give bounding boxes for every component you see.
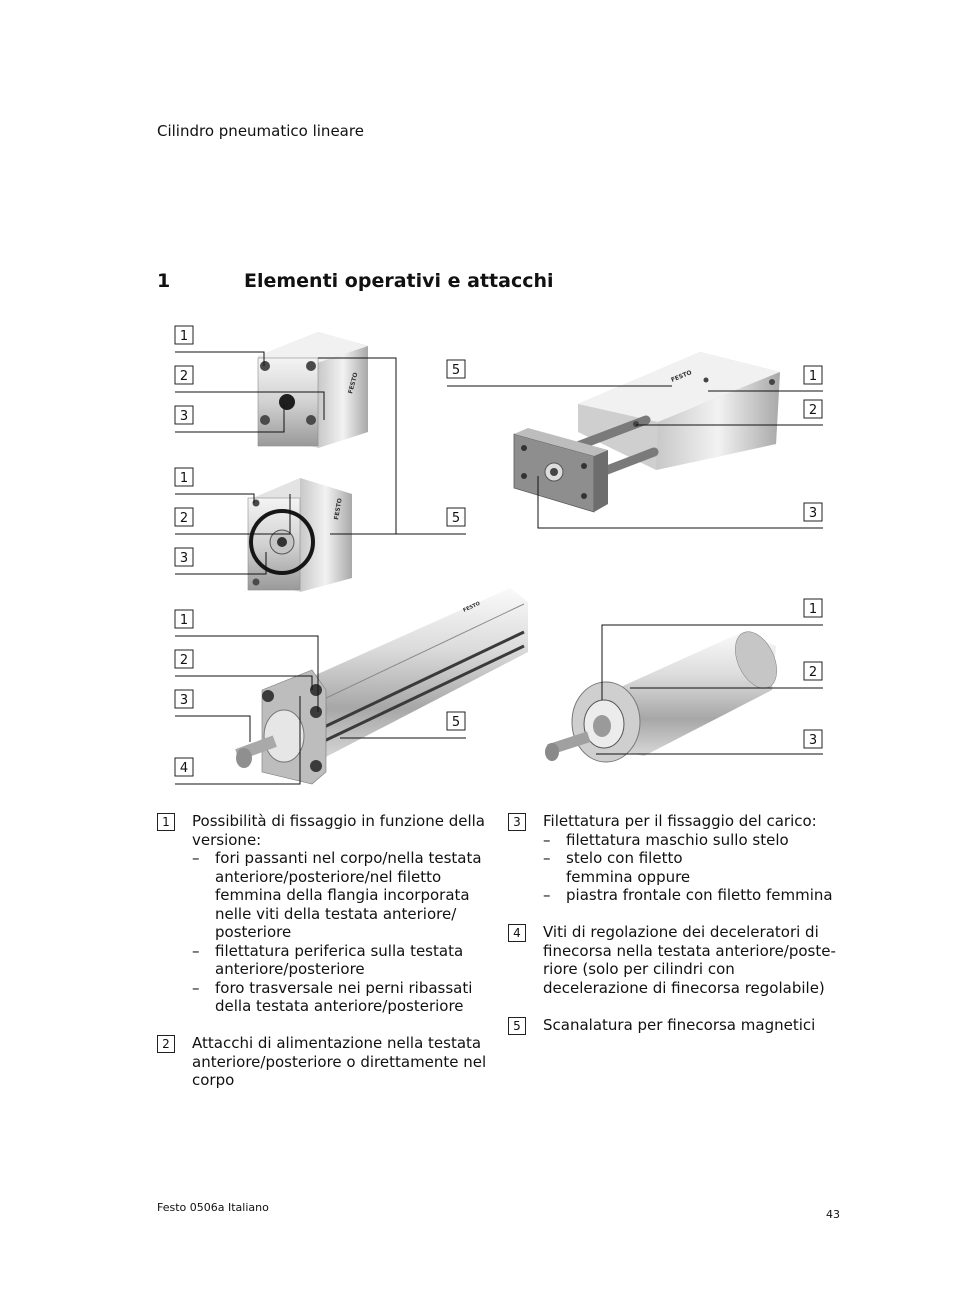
legend-subitem: fori passanti nel corpo/nella testata an… (192, 849, 487, 942)
svg-text:1: 1 (180, 471, 188, 486)
svg-text:1: 1 (180, 613, 188, 628)
callout-label: 3 (174, 547, 194, 567)
legend-left-column: 1 Possibilità di fissaggio in funzione d… (157, 812, 487, 1108)
svg-text:2: 2 (180, 369, 188, 384)
callout-label: 3 (803, 502, 823, 522)
section-number: 1 (157, 270, 171, 292)
svg-text:3: 3 (180, 409, 188, 424)
callout-label: 3 (803, 729, 823, 749)
festo-logo: FESTO (333, 498, 344, 521)
callout-label: 4 (174, 757, 194, 777)
legend-subitem: filettatura maschio sullo stelo (543, 831, 838, 850)
svg-text:1: 1 (809, 602, 817, 617)
callout-label: 2 (803, 661, 823, 681)
legend-text: Attacchi di alimentazione nella testata … (192, 1034, 487, 1089)
callout-label: 5 (446, 507, 466, 527)
legend-right-column: 3 Filettatura per il fissaggio del caric… (508, 812, 838, 1053)
legend-item: 3 Filettatura per il fissaggio del caric… (508, 812, 838, 905)
operating-elements-figure: FESTO FESTO FESTO (174, 325, 823, 785)
callout-label: 5 (446, 359, 466, 379)
svg-text:5: 5 (452, 715, 460, 730)
svg-text:4: 4 (180, 761, 188, 776)
legend-number: 5 (508, 1016, 526, 1035)
svg-text:2: 2 (809, 403, 817, 418)
legend-number: 4 (508, 924, 526, 942)
round-cylinder-image (545, 631, 777, 763)
legend-item: 2 Attacchi di alimentazione nella testat… (157, 1034, 487, 1090)
legend-number: 3 (508, 813, 526, 831)
svg-text:3: 3 (809, 733, 817, 748)
legend-subitem: foro trasversale nei perni ribassati del… (192, 979, 487, 1016)
section-title: Elementi operativi e attacchi (244, 270, 554, 292)
svg-text:2: 2 (809, 665, 817, 680)
legend-subitem: filettatura periferica sulla testata ant… (192, 942, 487, 979)
callout-label: 2 (174, 649, 194, 669)
callout-label: 1 (803, 598, 823, 618)
svg-text:3: 3 (180, 551, 188, 566)
legend-item: 1 Possibilità di fissaggio in funzione d… (157, 812, 487, 1016)
callout-label: 1 (174, 609, 194, 629)
legend-number: 1 (157, 813, 175, 831)
running-header: Cilindro pneumatico lineare (157, 122, 364, 140)
legend-number: 2 (157, 1035, 175, 1053)
legend-text: Possibilità di fissaggio in funzione del… (192, 812, 485, 849)
svg-text:3: 3 (180, 693, 188, 708)
svg-text:5: 5 (452, 511, 460, 526)
legend-item: 5 Scanalatura per finecorsa magnetici (508, 1016, 838, 1035)
svg-text:1: 1 (180, 329, 188, 344)
svg-text:5: 5 (452, 363, 460, 378)
footer-doc-id: Festo 0506a Italiano (157, 1201, 269, 1214)
profile-cylinder-image: FESTO (235, 588, 528, 785)
svg-text:2: 2 (180, 511, 188, 526)
legend-item: 4 Viti di regolazione dei deceleratori d… (508, 923, 838, 997)
callout-boxes: 1 2 3 1 2 3 1 2 3 4 5 5 5 1 2 3 1 2 3 (174, 325, 823, 777)
compact-cylinder-image: FESTO (257, 332, 368, 448)
compact-cylinder-ring-image: FESTO (247, 478, 352, 592)
callout-label: 2 (174, 507, 194, 527)
callout-label: 5 (446, 711, 466, 731)
page-number: 43 (826, 1208, 840, 1221)
legend-text: Scanalatura per finecorsa magnetici (543, 1015, 816, 1034)
legend-subitem: stelo con filetto femmina oppure (543, 849, 746, 886)
svg-text:3: 3 (809, 506, 817, 521)
svg-text:2: 2 (180, 653, 188, 668)
callout-label: 2 (174, 365, 194, 385)
legend-text: Viti di regolazione dei deceleratori di … (543, 923, 836, 997)
callout-label: 2 (803, 399, 823, 419)
svg-text:1: 1 (809, 369, 817, 384)
guided-cylinder-image: FESTO (513, 352, 780, 513)
callout-label: 1 (174, 467, 194, 487)
callout-label: 3 (174, 405, 194, 425)
callout-label: 1 (803, 365, 823, 385)
callout-label: 1 (174, 325, 194, 345)
legend-text: Filettatura per il fissaggio del carico: (543, 812, 817, 830)
legend-subitem: piastra frontale con filetto femmina (543, 886, 838, 905)
leader-lines (175, 351, 823, 785)
callout-label: 3 (174, 689, 194, 709)
